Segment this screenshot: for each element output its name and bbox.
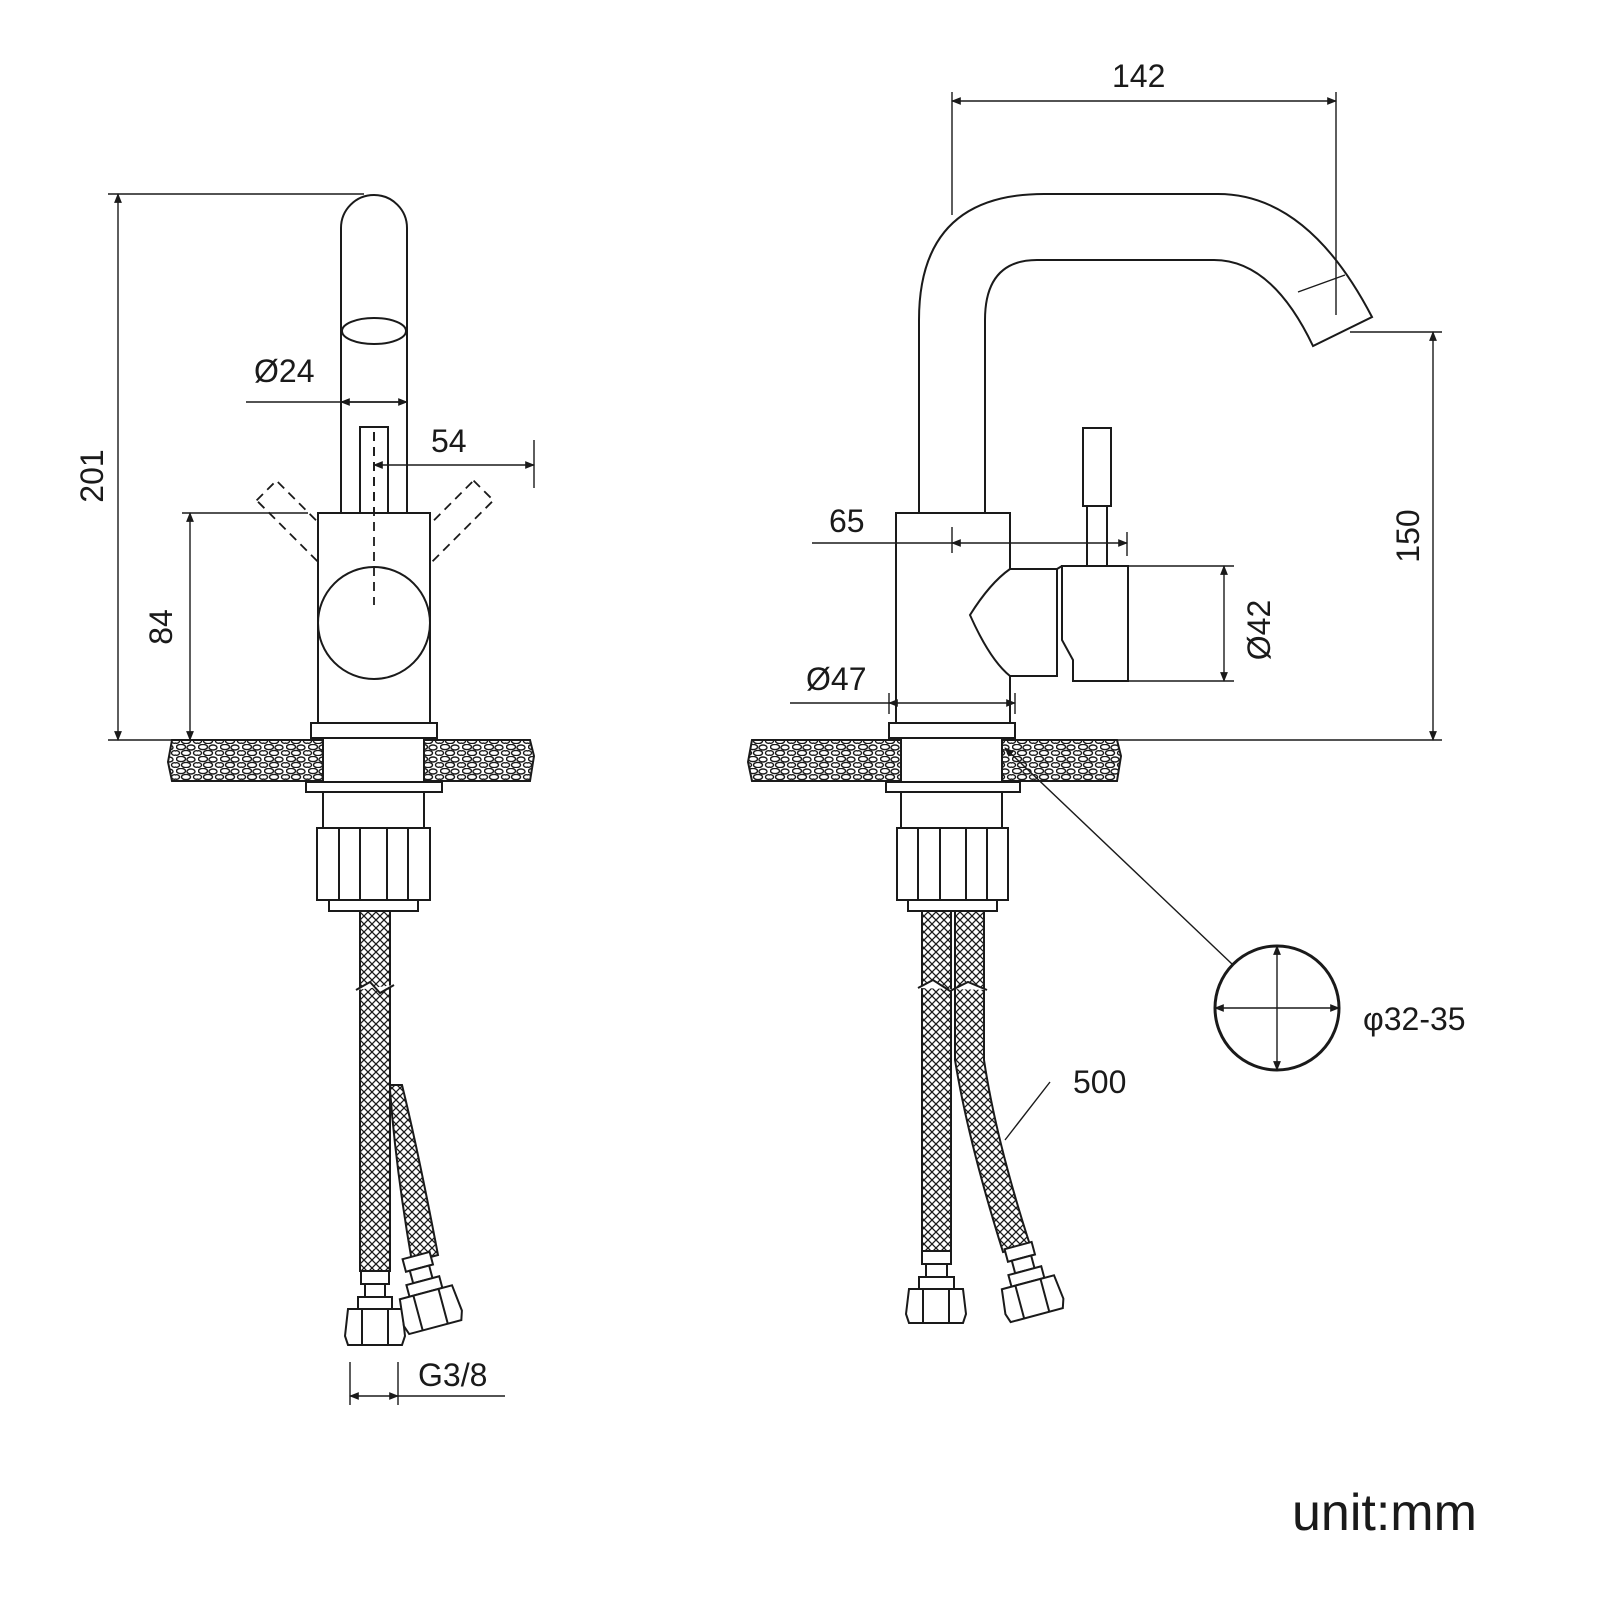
- unit-label: unit:mm: [1292, 1484, 1477, 1542]
- side-cartridge: [968, 568, 1058, 677]
- dim-handle-offset: 54: [431, 423, 467, 459]
- dim-handle-diameter: Ø42: [1241, 600, 1277, 660]
- side-lever: [1082, 427, 1112, 507]
- front-lever-ghost-left: [255, 479, 352, 576]
- front-fitting-left: [360, 1270, 390, 1285]
- side-view: 142 150 65 Ø42 Ø47 φ32-35 500: [746, 58, 1466, 1324]
- side-base-flange: [888, 722, 1016, 739]
- dim-spout-height: 150: [1390, 509, 1426, 562]
- side-shank: [900, 737, 1003, 783]
- dim-thread: G3/8: [418, 1357, 487, 1393]
- side-hose-left: [921, 910, 952, 1252]
- dim-handle-axis: 65: [829, 503, 865, 539]
- front-nut-top: [322, 791, 425, 829]
- front-base-flange: [310, 722, 438, 739]
- front-hose-right: [389, 1084, 440, 1264]
- front-spout-outlet: [341, 317, 407, 345]
- side-hose-right: [954, 910, 1032, 1254]
- front-hex-nut-right: [398, 1284, 463, 1336]
- side-spout: [918, 193, 1374, 513]
- front-hose-left: [359, 910, 391, 1272]
- dim-hose-length: 500: [1073, 1064, 1126, 1100]
- dim-reach: 142: [1112, 58, 1165, 94]
- dim-spout-diameter: Ø24: [254, 353, 314, 389]
- front-hex-nut-left: [343, 1308, 407, 1346]
- front-view: 201 84 Ø24 54 G3/8: [74, 193, 536, 1405]
- front-nut: [316, 827, 431, 901]
- front-lever-ghost-right: [398, 479, 495, 576]
- side-nut: [896, 827, 1009, 901]
- dim-total-height: 201: [74, 449, 110, 502]
- side-handle-cap: [1061, 565, 1129, 682]
- dim-body-height: 84: [143, 609, 179, 645]
- dim-hole-diameter: φ32-35: [1363, 1001, 1466, 1037]
- dim-base-diameter: Ø47: [806, 661, 866, 697]
- front-washer: [305, 781, 443, 793]
- side-hex-nut-right: [1000, 1274, 1065, 1324]
- side-hex-nut-left: [904, 1288, 968, 1324]
- front-shank: [322, 737, 425, 783]
- front-spout: [340, 194, 408, 513]
- side-fitting-left: [921, 1250, 952, 1265]
